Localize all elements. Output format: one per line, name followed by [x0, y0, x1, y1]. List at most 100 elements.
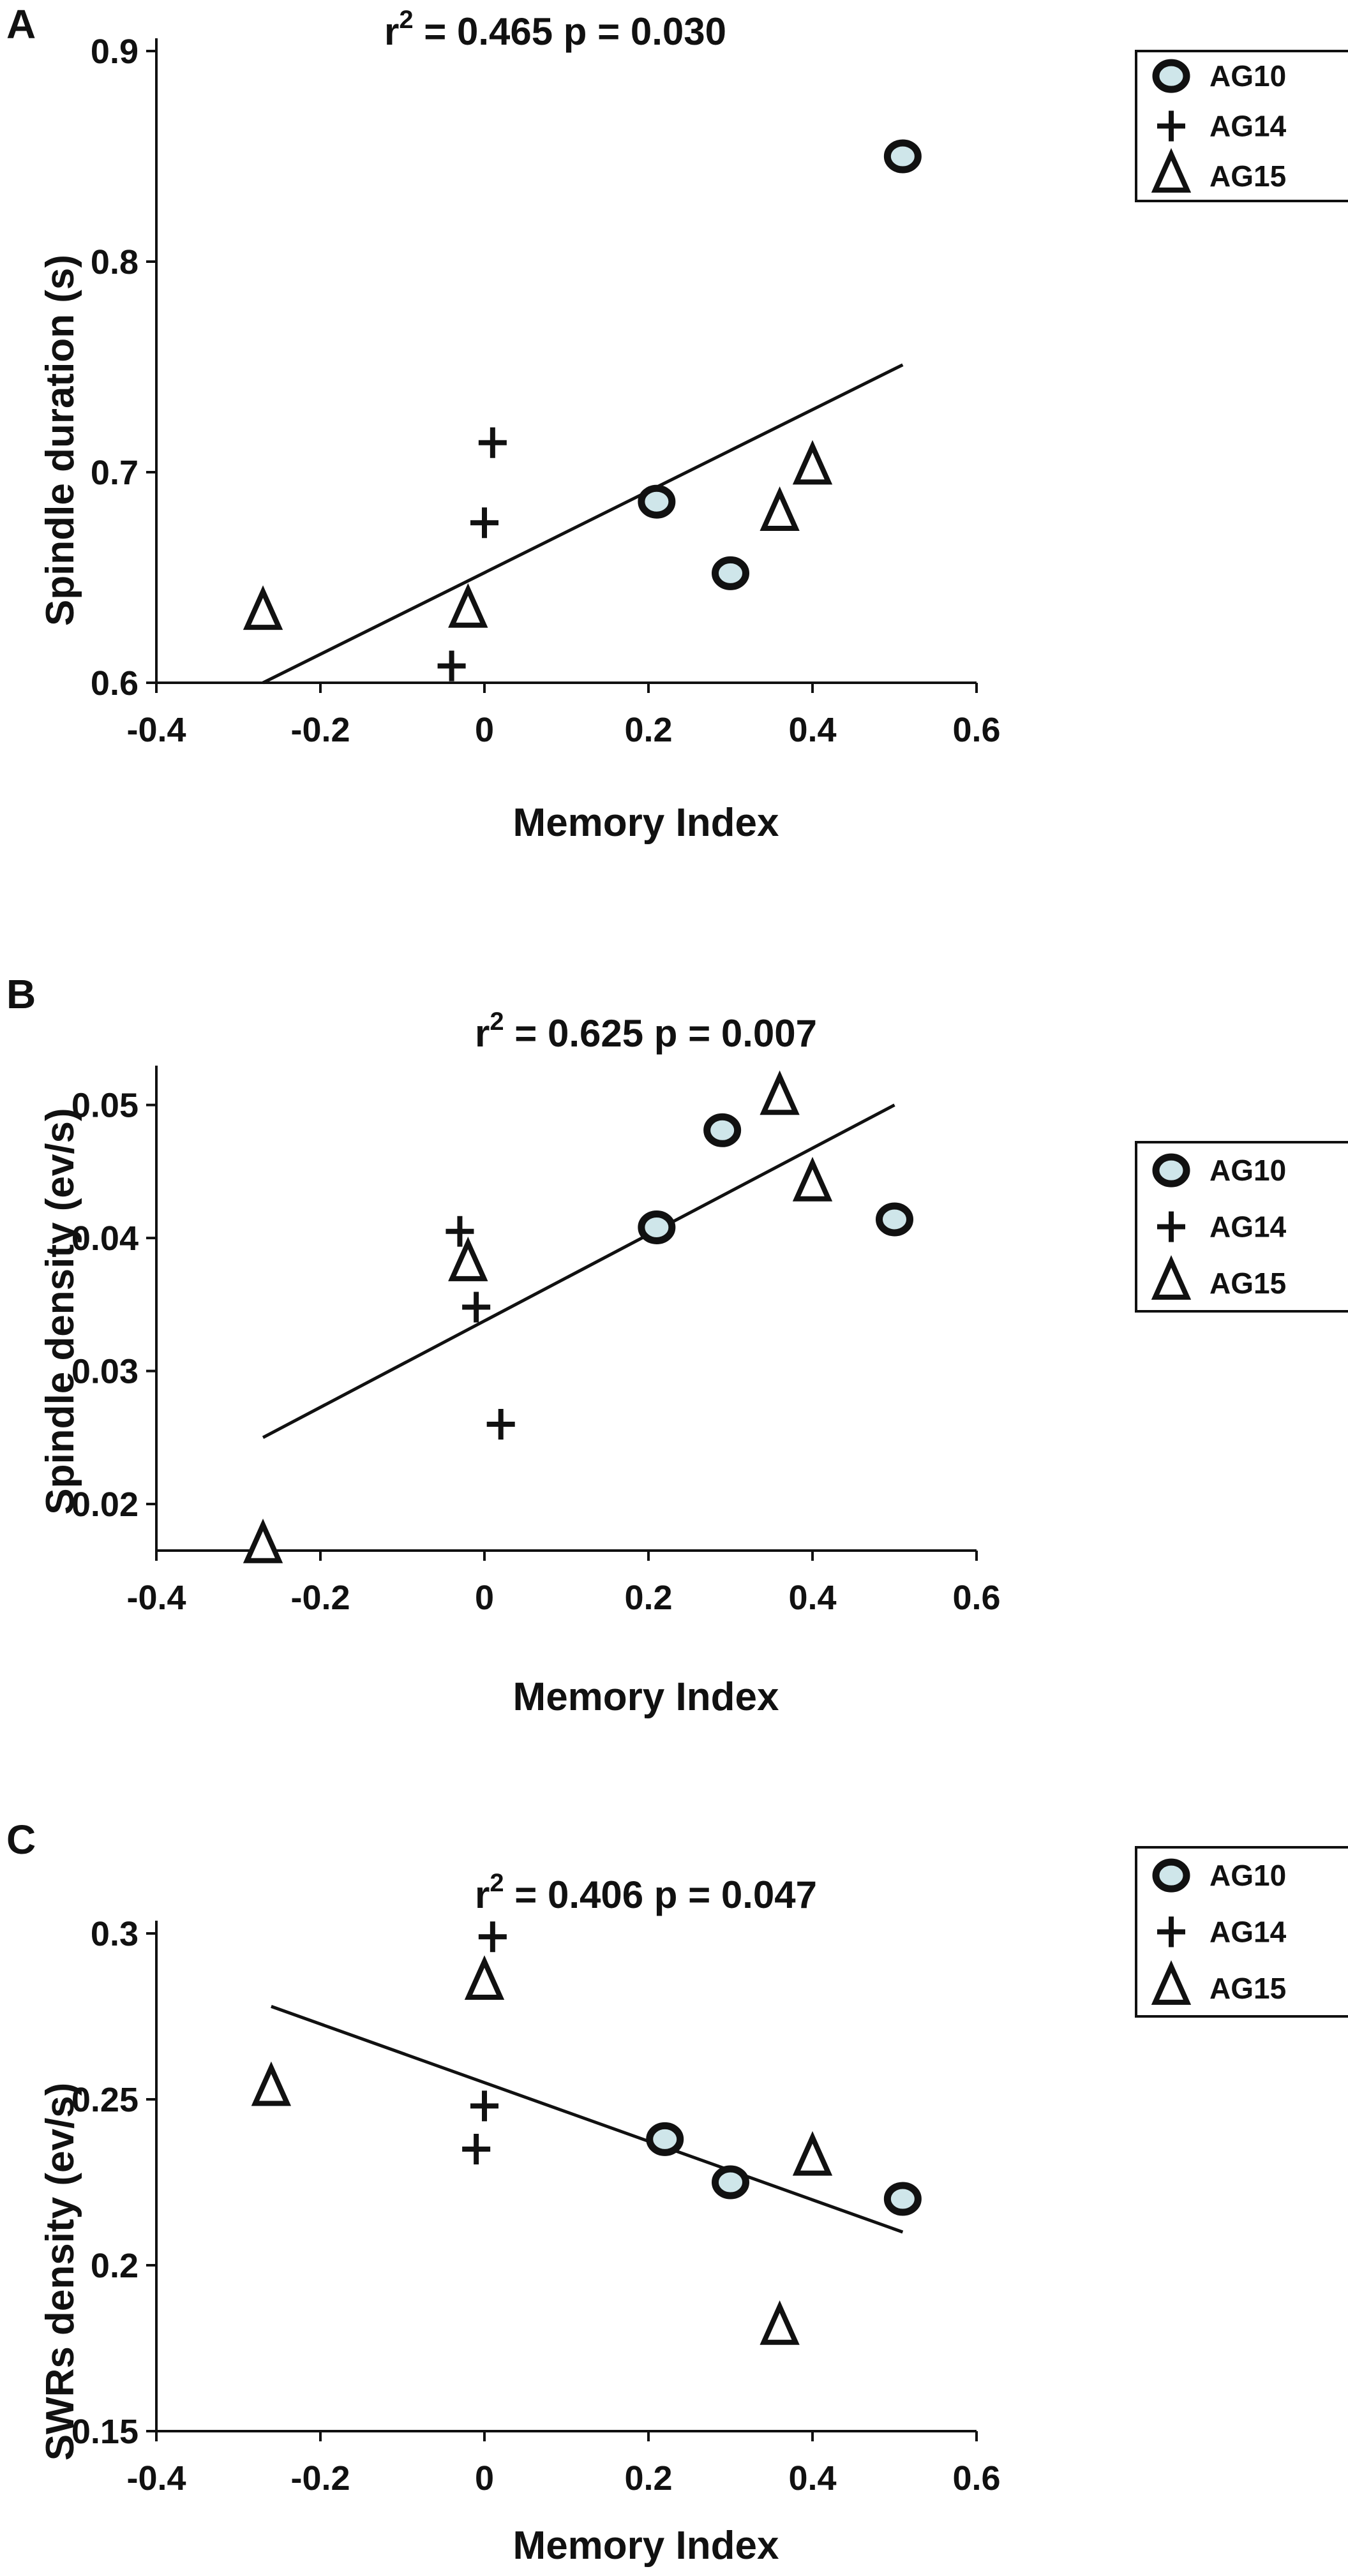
legend-marker-ag10 [1152, 59, 1190, 93]
data-point-ag10 [883, 2182, 922, 2216]
x-tick-label: 0.2 [624, 2459, 672, 2498]
stat-annotation: r2 = 0.625 p = 0.007 [475, 1008, 817, 1055]
y-tick-label: 0.8 [91, 243, 139, 281]
legend-label-ag14: AG14 [1209, 110, 1287, 143]
y-axis-title: Spindle density (ev/s) [38, 1108, 82, 1514]
legend-label-ag14: AG14 [1209, 1210, 1287, 1244]
data-point-ag14 [462, 2134, 491, 2164]
data-point-ag14 [437, 650, 466, 681]
x-tick-label: -0.2 [290, 711, 350, 749]
x-tick-label: 0.6 [952, 711, 1000, 749]
stat-annotation: r2 = 0.465 p = 0.030 [384, 6, 726, 53]
chart-panel-c: Cr2 = 0.406 p = 0.047 0.15 0.2 0.25 0.3 -0.4 -… [6, 1817, 1348, 2568]
y-tick-label: 0.2 [91, 2247, 139, 2285]
chart-panel-b: Br2 = 0.625 p = 0.007 0.02 0.03 0.04 0.05 -0.… [6, 971, 1348, 1719]
y-tick-label: 0.9 [91, 33, 139, 71]
y-tick-label: 0.15 [71, 2413, 139, 2451]
data-point-ag15 [792, 1156, 833, 1202]
data-point-ag10 [712, 2165, 749, 2200]
x-tick-label: 0.6 [952, 1579, 1000, 1617]
y-tick-label: 0.3 [91, 1915, 139, 1953]
legend-marker-ag15 [1151, 1255, 1192, 1300]
y-tick-label: 0.6 [91, 664, 139, 703]
panel-letter: A [6, 1, 36, 47]
x-tick-label: 0.4 [788, 711, 836, 749]
regression-line [262, 363, 904, 685]
data-point-ag10 [638, 1210, 676, 1244]
legend-label-ag15: AG15 [1209, 1972, 1286, 2005]
legend-marker-ag15 [1151, 1960, 1192, 2005]
data-point-ag14 [486, 1408, 515, 1440]
x-axis-title: Memory Index [513, 801, 779, 845]
x-tick-label: 0.6 [952, 2459, 1000, 2498]
x-tick-label: -0.4 [126, 711, 186, 749]
data-point-ag10 [883, 139, 922, 174]
data-point-ag15 [448, 1237, 488, 1281]
legend-label-ag15: AG15 [1209, 1267, 1286, 1300]
y-tick-label: 0.04 [71, 1219, 139, 1258]
data-point-ag10 [638, 484, 676, 519]
panel-letter: B [6, 971, 36, 1017]
data-point-ag15 [760, 1070, 800, 1115]
data-point-ag15 [243, 585, 283, 630]
x-tick-label: 0.2 [624, 1579, 672, 1617]
regression-line [271, 2005, 904, 2234]
y-tick-label: 0.7 [91, 454, 139, 492]
data-point-ag10 [712, 556, 749, 590]
x-tick-label: -0.4 [126, 1579, 186, 1617]
data-point-ag14 [478, 427, 507, 458]
data-point-ag14 [462, 1292, 491, 1323]
x-tick-label: 0.4 [788, 2459, 836, 2498]
y-axis-title: SWRs density (ev/s) [38, 2083, 82, 2461]
x-tick-label: 0 [475, 711, 494, 749]
legend-marker-ag14 [1157, 1916, 1185, 1947]
legend-label-ag15: AG15 [1209, 160, 1286, 193]
y-tick-label: 0.25 [71, 2081, 139, 2119]
y-tick-label: 0.05 [71, 1087, 139, 1125]
data-point-ag14 [478, 1921, 507, 1953]
panel-letter: C [6, 1817, 36, 1863]
legend-label-ag14: AG14 [1209, 1916, 1287, 1949]
legend-marker-ag10 [1152, 1858, 1190, 1893]
x-tick-label: 0 [475, 1579, 494, 1617]
data-point-ag15 [760, 2300, 800, 2345]
data-point-ag10 [703, 1113, 742, 1147]
x-axis-title: Memory Index [513, 2524, 779, 2568]
legend-label-ag10: AG10 [1209, 1154, 1286, 1187]
x-tick-label: -0.2 [290, 2459, 350, 2498]
data-point-ag14 [470, 507, 498, 539]
regression-line [262, 1103, 895, 1440]
data-point-ag15 [464, 1955, 505, 2000]
x-tick-label: 0 [475, 2459, 494, 2498]
x-tick-label: -0.2 [290, 1579, 350, 1617]
x-tick-label: -0.4 [126, 2459, 186, 2498]
data-point-ag14 [446, 1216, 474, 1247]
legend-label-ag10: AG10 [1209, 59, 1286, 93]
x-axis-title: Memory Index [513, 1675, 779, 1719]
legend-label-ag10: AG10 [1209, 1859, 1286, 1892]
data-point-ag15 [448, 583, 488, 628]
data-point-ag10 [876, 1202, 913, 1237]
data-point-ag15 [760, 486, 800, 531]
stat-annotation: r2 = 0.406 p = 0.047 [475, 1869, 817, 1916]
x-tick-label: 0.4 [788, 1579, 836, 1617]
data-point-ag14 [470, 2090, 498, 2122]
data-point-ag15 [251, 2061, 292, 2106]
y-axis-title: Spindle duration (s) [38, 255, 82, 626]
data-point-ag15 [243, 1518, 283, 1563]
data-point-ag15 [792, 440, 833, 485]
y-tick-label: 0.03 [71, 1353, 139, 1391]
data-point-ag15 [792, 2131, 833, 2176]
legend-marker-ag14 [1157, 1211, 1185, 1242]
x-tick-label: 0.2 [624, 711, 672, 749]
legend-marker-ag14 [1157, 110, 1185, 142]
data-point-ag10 [646, 2122, 684, 2156]
legend-marker-ag15 [1151, 148, 1192, 193]
y-tick-label: 0.02 [71, 1485, 139, 1524]
legend-marker-ag10 [1152, 1153, 1190, 1187]
